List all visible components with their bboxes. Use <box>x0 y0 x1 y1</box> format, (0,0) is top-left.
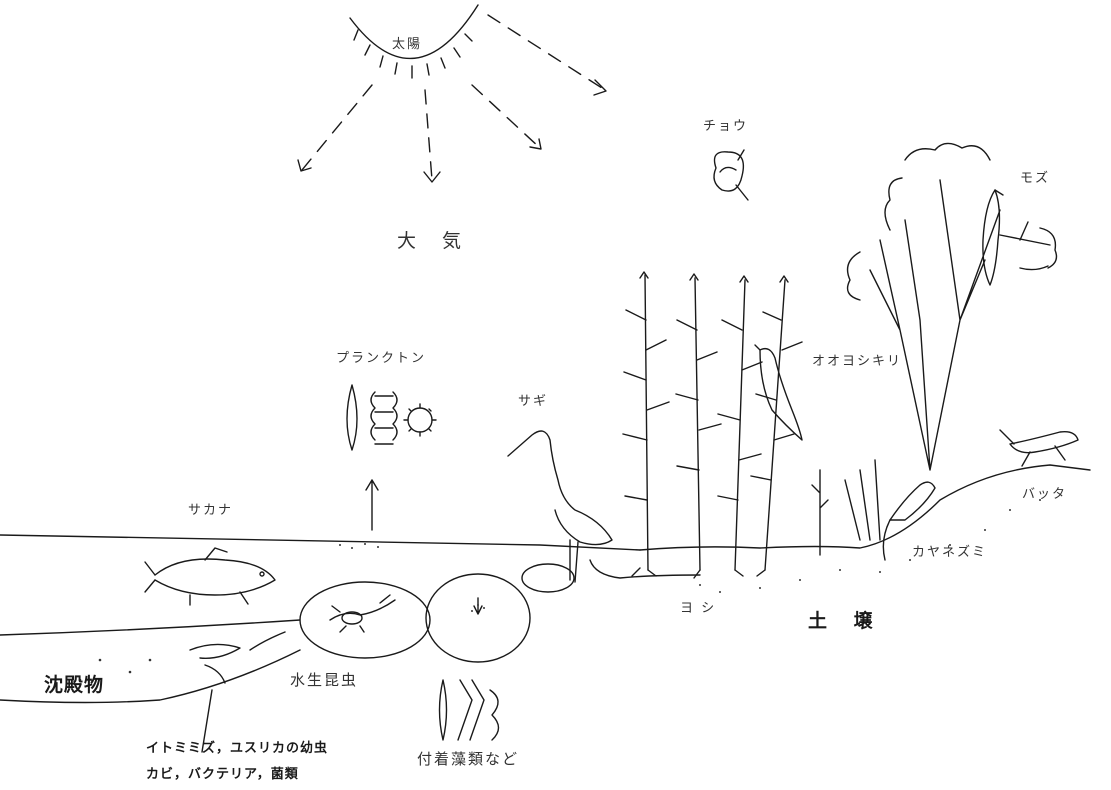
reed-warbler-drawing <box>755 345 802 440</box>
attached-algae-label: 付着藻類など <box>417 752 519 767</box>
rocks-drawing <box>300 564 574 662</box>
soil-label: 土 壌 <box>808 612 883 631</box>
atmosphere-label: 大 気 <box>397 232 471 251</box>
shrike-drawing <box>983 190 1003 285</box>
worms-label-line2: カビ，バクテリア，菌類 <box>146 768 299 781</box>
attached-algae-drawing <box>440 680 499 740</box>
reeds-drawing <box>623 272 802 578</box>
reed-warbler-label: オオヨシキリ <box>812 355 902 368</box>
tree-drawing <box>848 143 1057 470</box>
grasshopper-drawing <box>1000 430 1078 466</box>
shrike-label: モズ <box>1020 172 1050 185</box>
fish-drawing <box>145 548 275 605</box>
worms-label-line1: イトミミズ，ユスリカの幼虫 <box>146 742 328 755</box>
worms-drawing <box>190 632 285 752</box>
aquatic-insects-label: 水生昆虫 <box>290 673 358 688</box>
butterfly-label: チョウ <box>703 120 748 133</box>
sediment-label: 沈殿物 <box>44 676 104 695</box>
grasshopper-label: バッタ <box>1022 488 1067 501</box>
fish-label: サカナ <box>188 504 233 517</box>
butterfly-drawing <box>714 150 748 200</box>
shrubs-drawing <box>812 470 828 555</box>
plankton-arrow <box>366 480 378 530</box>
aquatic-insect-drawing <box>330 595 395 632</box>
reed-label: ヨ シ <box>680 602 716 615</box>
sun-label: 太陽 <box>392 38 422 51</box>
heron-label: サギ <box>518 395 548 408</box>
plankton-label: プランクトン <box>336 352 426 365</box>
sunlight-arrows <box>302 15 605 180</box>
harvest-mouse-label: カヤネズミ <box>912 546 987 559</box>
plankton-drawing <box>347 385 436 450</box>
heron-drawing <box>508 431 612 582</box>
